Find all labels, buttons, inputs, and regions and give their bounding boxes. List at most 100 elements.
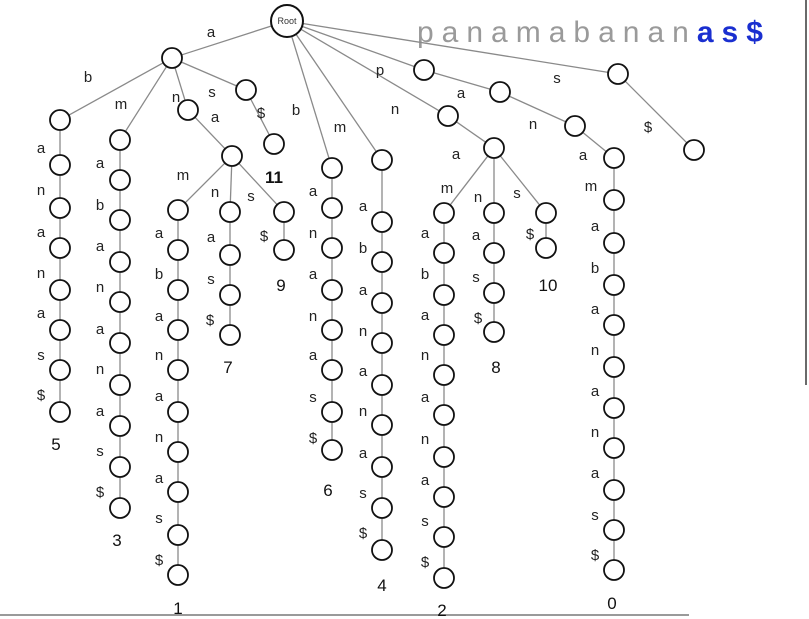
frame-bottom-border xyxy=(0,614,689,616)
trie-node xyxy=(603,232,625,254)
edge-label: n xyxy=(421,431,429,448)
trie-node xyxy=(167,279,189,301)
trie-node xyxy=(219,244,241,266)
edge-label: $ xyxy=(421,554,430,571)
trie-node xyxy=(437,105,459,127)
trie-node xyxy=(167,524,189,546)
trie-node xyxy=(109,169,131,191)
edge-label: m xyxy=(585,178,598,195)
edge-label: a xyxy=(591,218,600,235)
trie-node xyxy=(535,202,557,224)
trie-node xyxy=(109,374,131,396)
trie-node xyxy=(167,199,189,221)
trie-node xyxy=(433,486,455,508)
trie-node xyxy=(413,59,435,81)
edge-label: $ xyxy=(591,547,600,564)
edge-label: n xyxy=(211,184,219,201)
trie-node xyxy=(219,201,241,223)
edge-label: m xyxy=(115,96,128,113)
trie-node xyxy=(219,284,241,306)
edge-label: a xyxy=(37,305,46,322)
trie-node xyxy=(109,129,131,151)
edge-label: a xyxy=(155,308,164,325)
edge-label: s xyxy=(309,389,317,406)
edge-label: a xyxy=(96,155,105,172)
edge-label: n xyxy=(37,182,45,199)
trie-node xyxy=(483,321,505,343)
edge-label: b xyxy=(96,197,104,214)
edge-label: n xyxy=(155,429,163,446)
edge-label: $ xyxy=(206,312,215,329)
trie-node xyxy=(49,109,71,131)
trie-node xyxy=(371,374,393,396)
edge-label: a xyxy=(155,388,164,405)
trie-edge xyxy=(433,72,491,90)
edge-label: $ xyxy=(37,387,46,404)
trie-edge xyxy=(301,25,415,68)
edge-label: a xyxy=(207,24,216,41)
leaf-index-label: 1 xyxy=(173,599,182,618)
edge-label: b xyxy=(359,240,367,257)
edge-label: a xyxy=(155,470,164,487)
sequence-title: panamabananas$ xyxy=(417,18,771,48)
trie-edge xyxy=(68,62,164,116)
edge-label: a xyxy=(421,225,430,242)
trie-node xyxy=(109,415,131,437)
edge-label: a xyxy=(472,227,481,244)
trie-node xyxy=(371,456,393,478)
edge-label: a xyxy=(309,183,318,200)
trie-edge xyxy=(238,162,278,206)
edge-label: n xyxy=(591,342,599,359)
edge-label: a xyxy=(421,307,430,324)
trie-node xyxy=(433,567,455,589)
trie-node xyxy=(167,239,189,261)
trie-node xyxy=(109,497,131,519)
edge-label: $ xyxy=(257,105,266,122)
edge-label: $ xyxy=(359,525,368,542)
leaf-index-label: 11 xyxy=(265,168,283,187)
edge-label: a xyxy=(37,140,46,157)
edge-label: n xyxy=(474,189,482,206)
trie-node xyxy=(433,404,455,426)
trie-node xyxy=(321,319,343,341)
edge-label: $ xyxy=(155,552,164,569)
edge-label: a xyxy=(96,321,105,338)
trie-node xyxy=(371,497,393,519)
edge-label: a xyxy=(309,347,318,364)
edge-label: a xyxy=(579,147,588,164)
trie-node xyxy=(371,539,393,561)
trie-node xyxy=(483,282,505,304)
trie-node xyxy=(603,519,625,541)
trie-node xyxy=(603,147,625,169)
edge-label: s xyxy=(472,269,480,286)
trie-node xyxy=(489,81,511,103)
edge-label: n xyxy=(359,403,367,420)
trie-node xyxy=(49,359,71,381)
trie-node xyxy=(49,197,71,219)
trie-node xyxy=(603,356,625,378)
trie-node xyxy=(371,292,393,314)
trie-edge xyxy=(582,131,607,153)
trie-node xyxy=(49,279,71,301)
trie-edge xyxy=(180,61,238,87)
trie-node xyxy=(167,481,189,503)
trie-node xyxy=(564,115,586,137)
trie-node xyxy=(603,314,625,336)
leaf-index-label: 3 xyxy=(112,531,121,550)
trie-edge xyxy=(449,155,489,206)
edge-label: m xyxy=(441,180,454,197)
edge-label: $ xyxy=(526,226,535,243)
edge-label: m xyxy=(177,167,190,184)
trie-node xyxy=(221,145,243,167)
node-layer xyxy=(49,4,705,589)
edge-label: $ xyxy=(474,310,483,327)
trie-node xyxy=(433,202,455,224)
trie-node xyxy=(603,479,625,501)
trie-edge xyxy=(291,36,330,159)
trie-node xyxy=(433,446,455,468)
edge-label: s xyxy=(208,84,216,101)
edge-label: a xyxy=(591,383,600,400)
edge-layer xyxy=(59,22,688,568)
edge-label: n xyxy=(37,265,45,282)
trie-node xyxy=(603,559,625,581)
